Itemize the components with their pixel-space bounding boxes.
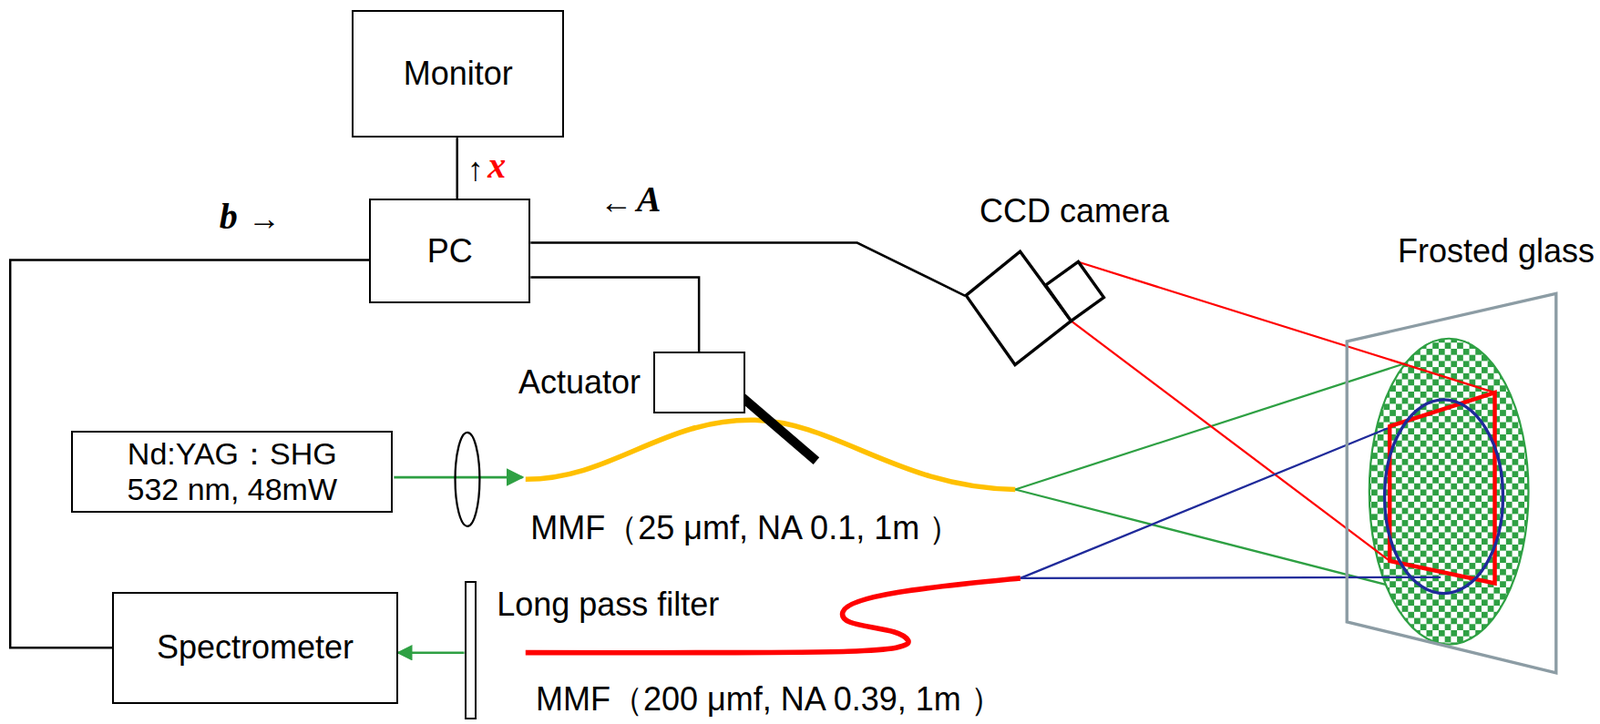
signal-name: A xyxy=(636,179,662,220)
lens xyxy=(455,432,481,527)
signal-wire xyxy=(530,243,965,297)
excitation-fiber xyxy=(525,420,1016,490)
node-label: Long pass filter xyxy=(496,585,719,624)
laser-beam xyxy=(393,476,523,480)
monitor-box: Monitor xyxy=(351,10,565,138)
long-pass-filter: Long pass filter xyxy=(464,581,477,719)
signal-arrow: ↑ xyxy=(467,151,484,188)
node-label: Monitor xyxy=(403,54,513,93)
signal-arrow: → xyxy=(247,200,281,237)
node-label: Spectrometer xyxy=(156,628,354,667)
collection-ray xyxy=(1020,428,1388,579)
ccd-camera-outline xyxy=(964,249,1112,368)
collection-ray xyxy=(1020,577,1441,579)
frosted-glass: Frosted glass xyxy=(1344,291,1559,676)
fiber-spec: MMF（200 μmf, NA 0.39, 1m ） xyxy=(535,681,1004,718)
spectrometer-box: Spectrometer xyxy=(112,592,399,705)
camera-ray xyxy=(1071,321,1390,562)
node-label: CCD camera xyxy=(979,192,1170,230)
node-label: Frosted glass xyxy=(1397,232,1595,270)
node-label: Actuator xyxy=(518,363,641,401)
ccd-camera: CCD camera xyxy=(964,249,1112,368)
light-path xyxy=(398,651,465,655)
collection-field xyxy=(1384,400,1504,595)
frosted-glass-outline xyxy=(1344,291,1559,676)
actuator: Actuator xyxy=(653,351,746,413)
fiber-spec: MMF（25 μmf, NA 0.1, 1m ） xyxy=(530,510,962,547)
signal-wire xyxy=(455,137,459,199)
pc-box: PC xyxy=(369,198,531,303)
node-label: Nd:YAG：SHG 532 nm, 48mW xyxy=(118,436,346,508)
signal-arrow: ← xyxy=(600,184,634,221)
node-label: PC xyxy=(427,232,473,270)
signal-wire xyxy=(530,277,699,353)
signal-name: b xyxy=(219,196,238,237)
signal-wire xyxy=(10,260,370,649)
signal-name: x xyxy=(487,145,506,186)
laser-box: Nd:YAG：SHG 532 nm, 48mW xyxy=(71,430,393,513)
speckle-spot xyxy=(1369,338,1529,646)
